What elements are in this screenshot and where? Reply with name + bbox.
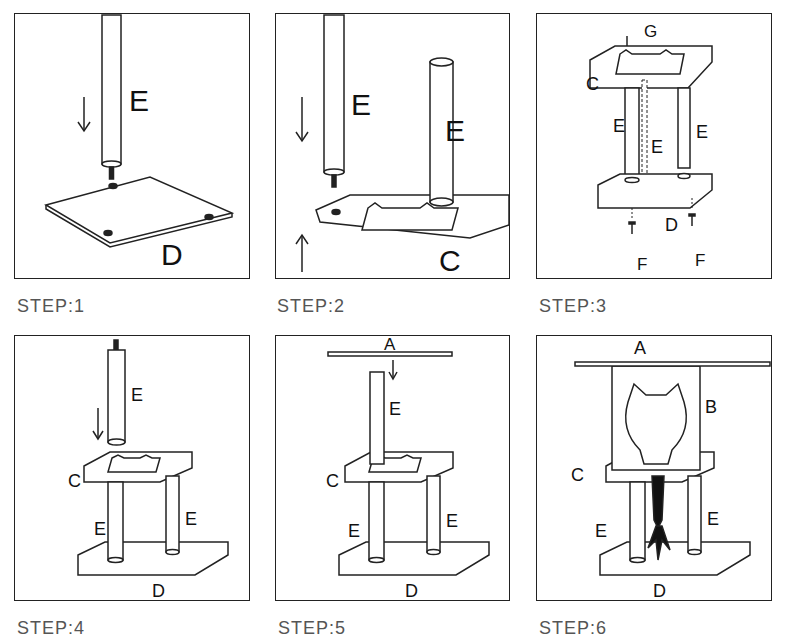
part-label: C (68, 472, 81, 490)
part-label: G (644, 23, 657, 40)
part-label: E (185, 510, 197, 528)
step-label: STEP:5 (278, 619, 346, 637)
part-label: E (613, 117, 625, 135)
part-label: D (161, 240, 183, 270)
part-label: E (348, 522, 360, 540)
part-label: D (152, 582, 165, 600)
step-label: STEP:2 (277, 297, 345, 315)
part-label: E (651, 138, 663, 156)
step-panel: AECEEDSTEP:5 (275, 335, 510, 601)
step-label: STEP:4 (17, 619, 85, 637)
step-label: STEP:3 (539, 297, 607, 315)
part-label: C (571, 466, 584, 484)
part-label: D (405, 582, 418, 600)
part-label: E (131, 386, 143, 404)
part-label: E (595, 522, 607, 540)
step-panel: ABCEEDSTEP:6 (536, 335, 772, 601)
part-label: E (696, 123, 708, 141)
part-label: D (665, 216, 678, 234)
part-label: E (389, 400, 401, 418)
part-label: E (707, 510, 719, 528)
part-label: E (129, 86, 149, 116)
step-panel: EECSTEP:2 (275, 13, 510, 279)
step-panel: EDSTEP:1 (14, 13, 250, 279)
part-label: E (445, 116, 465, 146)
part-label: A (634, 339, 646, 357)
part-label: E (351, 90, 371, 120)
part-label: F (695, 252, 705, 269)
step-label: STEP:6 (539, 619, 607, 637)
step-panel: ECEEDSTEP:4 (14, 335, 250, 601)
part-label: C (586, 75, 599, 93)
part-label: F (637, 256, 647, 273)
part-label: C (439, 246, 461, 276)
part-label: E (446, 512, 458, 530)
part-label: A (384, 336, 395, 353)
step-label: STEP:1 (17, 297, 85, 315)
step-panel: GCEEEDFFSTEP:3 (536, 13, 772, 279)
part-label: C (326, 472, 339, 490)
part-label: B (705, 398, 717, 416)
part-label: E (94, 520, 106, 538)
part-label: D (653, 582, 666, 600)
